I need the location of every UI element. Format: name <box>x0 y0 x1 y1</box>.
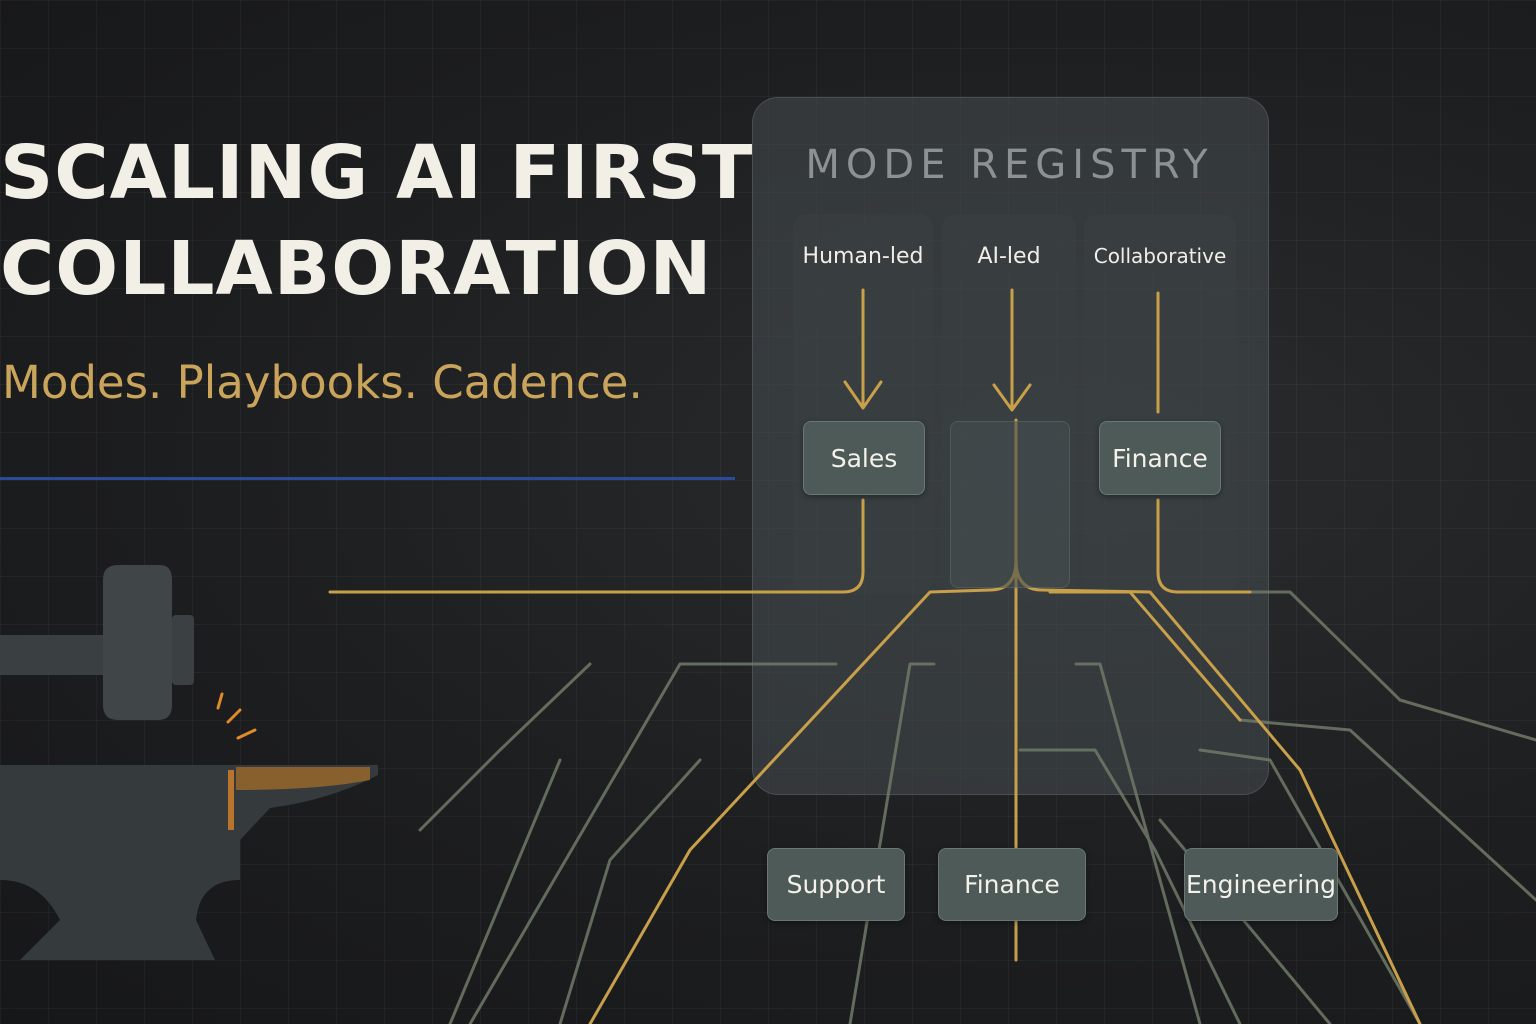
route-sales-out <box>328 498 865 594</box>
route-muted-right-2 <box>1238 718 1536 902</box>
muted-route-group <box>418 590 1536 1024</box>
mode-label-collaborative: Collaborative <box>1093 244 1227 268</box>
node-engineering[interactable]: Engineering <box>1184 848 1338 921</box>
sparks-icon <box>216 692 257 740</box>
mode-label-ai-led: AI-led <box>977 244 1041 269</box>
node-sales[interactable]: Sales <box>803 421 925 495</box>
arrow-human-led <box>843 380 883 410</box>
route-muted-left-1 <box>468 662 838 1024</box>
route-muted-left-2 <box>418 662 592 832</box>
route-muted-center-3 <box>1018 748 1242 1024</box>
column-collaborative <box>1084 214 1236 594</box>
node-ai-led-slot <box>950 421 1070 588</box>
arrow-ai-led <box>992 383 1032 412</box>
hero-title-line-1: SCALING AI FIRST <box>0 130 754 216</box>
node-support[interactable]: Support <box>767 848 905 921</box>
route-finance-out <box>1156 498 1252 594</box>
route-muted-left-3 <box>448 758 562 1024</box>
anvil-icon <box>0 765 378 960</box>
route-finance-branch <box>1048 590 1242 722</box>
route-muted-center-2 <box>1074 662 1202 1024</box>
route-muted-right-3 <box>1198 748 1422 1024</box>
node-finance-collaborative[interactable]: Finance <box>1099 421 1221 495</box>
node-finance[interactable]: Finance <box>938 848 1086 921</box>
mode-label-human-led: Human-led <box>802 244 924 269</box>
hero-title-line-2: COLLABORATION <box>0 226 713 312</box>
hero-subtitle: Modes. Playbooks. Cadence. <box>2 356 643 409</box>
route-muted-left-4 <box>558 758 702 1024</box>
hammer-icon <box>0 565 194 720</box>
route-muted-right-1 <box>1234 590 1536 742</box>
registry-title: MODE REGISTRY <box>805 142 1214 188</box>
accent-divider <box>0 477 735 480</box>
